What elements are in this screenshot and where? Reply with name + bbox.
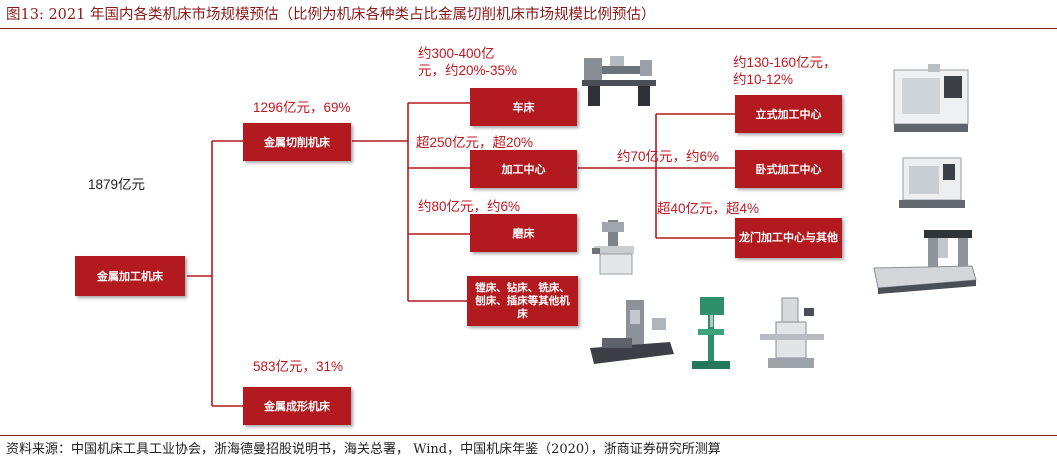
node-other-machines: 镗床、钻床、铣床、刨床、插床等其他机床: [467, 276, 578, 326]
node-metal-machining-tools: 金属加工机床: [75, 256, 185, 296]
node-metal-forming-tools: 金属成形机床: [243, 387, 351, 425]
figure-title: 图13: 2021 年国内各类机床市场规模预估（比例为机床各种类占比金属切削机床…: [6, 7, 656, 23]
figure-source: 资料来源：中国机床工具工业协会，浙海德曼招股说明书，海关总署， Wind，中国机…: [6, 442, 721, 457]
horizontal-machining-center-image: [899, 157, 965, 208]
node-gantry-machining-center: 龙门加工中心与其他: [735, 218, 842, 258]
forming-value-label: 583亿元，31%: [253, 359, 344, 374]
vertical-machining-center-image: [893, 64, 969, 132]
lathe-machine-image: [582, 56, 656, 106]
node-grinder: 磨床: [470, 214, 577, 252]
node-horizontal-machining-center: 卧式加工中心: [735, 150, 842, 188]
surface-grinder-image: [592, 220, 634, 275]
lathe-value-label: 约300-400亿元，约20%-35%: [418, 46, 518, 78]
root-value-label: 1879亿元: [88, 177, 146, 192]
gantry-machining-center-image: [873, 230, 977, 294]
source-rule: [0, 435, 1057, 436]
drill-press-image: [692, 297, 730, 369]
gantry-value-label: 超40亿元，超4%: [657, 201, 760, 216]
node-vertical-machining-center: 立式加工中心: [735, 95, 842, 133]
cutting-value-label: 1296亿元，69%: [253, 100, 351, 115]
horizontal-value-label: 约70亿元，约6%: [617, 149, 720, 164]
machining-center-value-label: 超250亿元，超20%: [416, 135, 534, 150]
node-lathe: 车床: [470, 88, 577, 126]
milling-machine-image: [760, 297, 824, 368]
node-metal-cutting-tools: 金属切削机床: [243, 123, 351, 161]
node-machining-center: 加工中心: [470, 150, 577, 188]
grinder-value-label: 约80亿元，约6%: [418, 199, 521, 214]
title-rule: [0, 28, 1057, 29]
boring-machine-image: [590, 300, 674, 364]
vertical-value-label: 约130-160亿元，约10-12%: [733, 55, 837, 87]
